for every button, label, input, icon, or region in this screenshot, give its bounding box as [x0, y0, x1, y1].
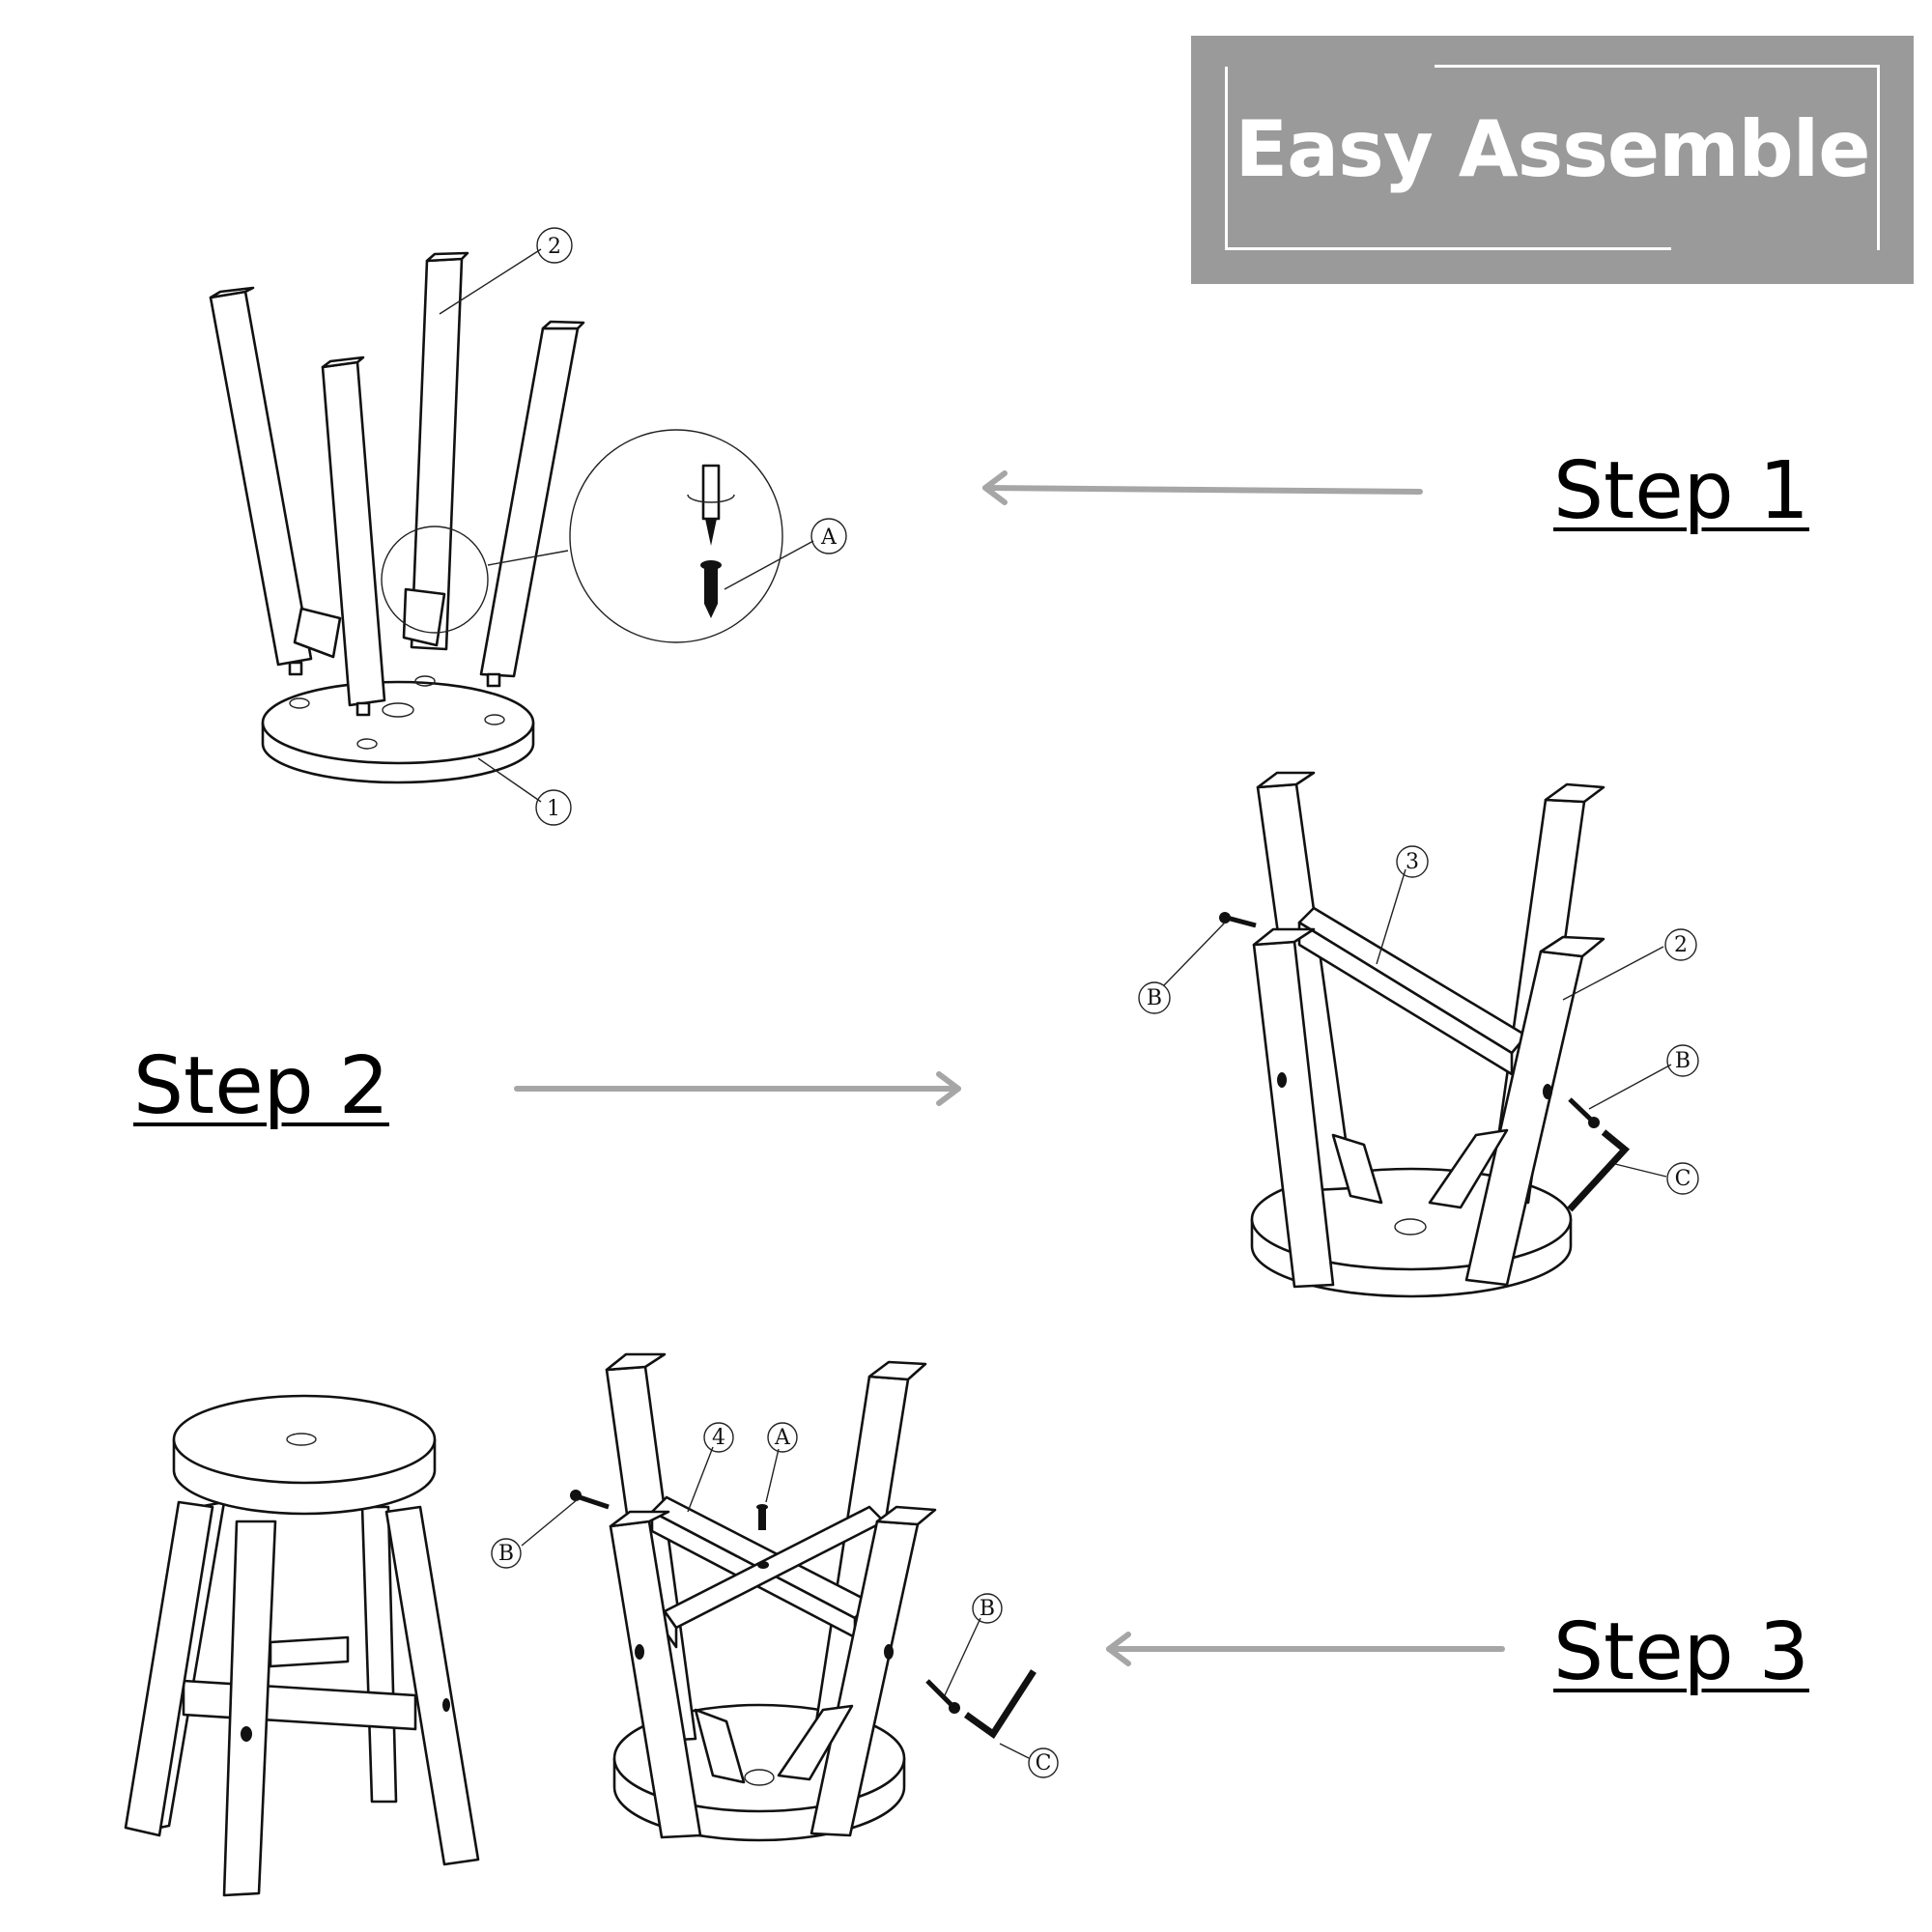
allen-key-c-step3: [963, 1669, 1037, 1739]
bolt-b-right: [1568, 1097, 1600, 1128]
step-1-arrow: [982, 470, 1423, 505]
svg-text:3: 3: [1406, 850, 1419, 874]
callout-b-left-step3: B: [491, 1538, 522, 1569]
svg-text:A: A: [774, 1426, 791, 1450]
stool-seat-top: [172, 1394, 437, 1485]
callout-b-left-step2: B: [1138, 981, 1171, 1014]
callout-1-step1: 1: [535, 789, 572, 826]
step-1-label: Step 1: [1553, 445, 1809, 537]
frame-top-line: [1435, 65, 1879, 68]
frame-bottom-line: [1225, 247, 1671, 250]
stool-leg-back-right: [360, 1505, 398, 1804]
detail-highlight: [381, 526, 489, 634]
stool-leg-right: [384, 1505, 480, 1866]
leg-1: [209, 290, 313, 667]
detail-circle: [569, 429, 783, 643]
allen-key-c: [1567, 1129, 1631, 1212]
screw-a: [704, 565, 718, 604]
callout-a-step1: A: [810, 518, 847, 554]
callout-a-step3: A: [767, 1422, 798, 1453]
bolt3-b-left: [570, 1490, 610, 1510]
bolt3-b-right: [925, 1679, 960, 1714]
svg-text:B: B: [1675, 1049, 1690, 1073]
step-2-label: Step 2: [133, 1040, 389, 1132]
callout-2-step1: 2: [536, 227, 573, 264]
step-3-diagram: 4 A B B C: [491, 1352, 1059, 1842]
step-3-label: Step 3: [1553, 1606, 1809, 1698]
step-1-diagram: 2 A 1: [209, 227, 847, 826]
callout-b-right-step3: B: [972, 1593, 1003, 1624]
svg-text:B: B: [980, 1597, 995, 1621]
callout-2-step2: 2: [1664, 928, 1697, 961]
frame-left-line: [1225, 67, 1228, 250]
finished-stool: [124, 1394, 480, 1897]
screwdriver-tip: [701, 464, 721, 521]
svg-text:1: 1: [547, 797, 560, 821]
svg-text:B: B: [498, 1542, 514, 1566]
svg-text:C: C: [1675, 1167, 1691, 1191]
svg-text:2: 2: [1674, 933, 1688, 957]
svg-text:C: C: [1036, 1751, 1052, 1776]
callout-c-step2: C: [1666, 1162, 1699, 1195]
screw-a-step3: [756, 1504, 768, 1530]
seat-top: [261, 680, 535, 765]
svg-text:A: A: [820, 526, 838, 550]
rail-3: [1297, 906, 1528, 1055]
stool-rail-2: [269, 1635, 350, 1668]
callout-b-right-step2: B: [1666, 1044, 1699, 1077]
stool-leg-left: [124, 1500, 214, 1837]
callout-3-step2: 3: [1396, 845, 1429, 878]
svg-text:2: 2: [548, 235, 561, 259]
step-3-arrow: [1106, 1632, 1505, 1666]
bolt-b-left: [1219, 912, 1257, 928]
leg-4: [479, 327, 580, 678]
svg-text:B: B: [1147, 986, 1162, 1010]
callout-4-step3: 4: [703, 1422, 734, 1453]
stool-leg-front: [222, 1520, 277, 1897]
svg-text:4: 4: [712, 1426, 725, 1450]
title-banner: Easy Assemble: [1191, 36, 1914, 284]
step-2-diagram: 3 2 B B C: [1138, 771, 1699, 1298]
callout-c-step3: C: [1028, 1747, 1059, 1778]
frame-right-line: [1877, 65, 1880, 250]
step-2-arrow: [514, 1071, 961, 1106]
banner-title: Easy Assemble: [1235, 104, 1871, 194]
